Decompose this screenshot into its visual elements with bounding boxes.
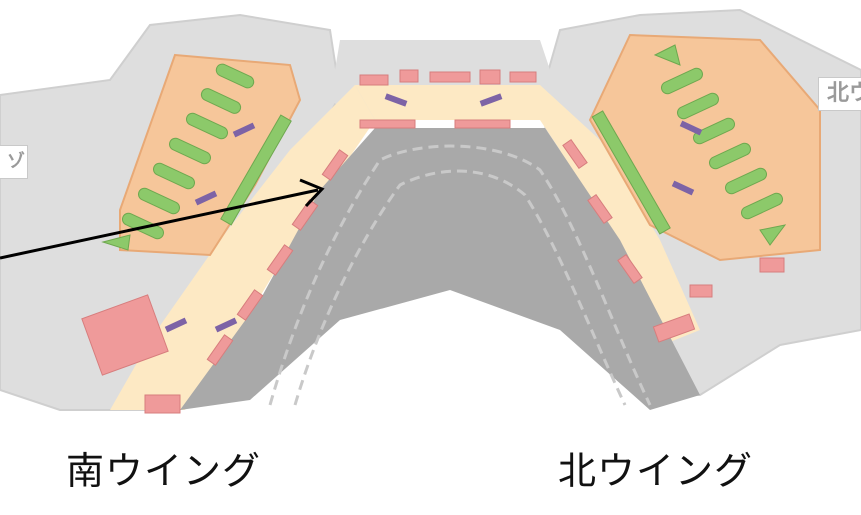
counter: [708, 142, 752, 170]
shop: [206, 334, 234, 366]
escalator-icon: [194, 190, 218, 206]
shop: [266, 244, 294, 276]
escalators: [164, 93, 703, 333]
south-wing-label: 南ウイング: [66, 449, 262, 493]
pointer-arrow: [0, 178, 325, 260]
north-wing-label: 北ウイング: [558, 449, 754, 493]
escalator-icon: [164, 317, 188, 333]
shop: [144, 394, 181, 414]
counter: [660, 67, 704, 95]
counter: [653, 44, 681, 66]
shop: [359, 74, 389, 86]
south-edge-sign: ゾ: [0, 145, 28, 179]
counter: [692, 117, 736, 145]
counter: [168, 137, 212, 165]
counter: [215, 63, 255, 89]
shop: [652, 313, 696, 343]
counter: [676, 92, 720, 120]
shop: [429, 71, 471, 83]
shop: [81, 294, 169, 376]
escalator-icon: [214, 317, 238, 333]
shop: [689, 284, 713, 298]
taxiway-line: [268, 144, 652, 406]
counter-column: [591, 110, 671, 235]
counter: [759, 224, 787, 246]
arrow-shaft: [0, 188, 319, 260]
south-wing-concourse: [110, 85, 375, 410]
counter: [724, 167, 768, 195]
counter: [137, 187, 181, 215]
shop: [236, 289, 264, 321]
taxiway-line: [293, 169, 627, 406]
shop: [479, 69, 501, 85]
escalator-icon: [671, 180, 695, 196]
shop: [291, 199, 319, 231]
concourse: [110, 85, 700, 410]
north-edge-sign: 北ウ: [818, 77, 861, 111]
shop: [321, 149, 349, 181]
counter: [185, 112, 229, 140]
shop: [759, 257, 785, 273]
counter: [101, 234, 131, 251]
terminal-floor-map: [0, 8, 861, 414]
shop: [617, 253, 643, 285]
shop: [509, 71, 537, 83]
escalator-icon: [679, 120, 703, 136]
shop: [587, 193, 613, 225]
arrow-head: [299, 178, 325, 208]
escalator-icon: [232, 122, 256, 138]
counter: [740, 192, 784, 220]
apron: [180, 128, 700, 410]
counter: [200, 88, 242, 114]
counter-column: [220, 114, 292, 226]
shop: [399, 69, 419, 83]
north-wing-concourse: [540, 85, 700, 350]
shops: [81, 69, 785, 414]
center-concourse: [355, 85, 560, 120]
shop: [359, 119, 416, 129]
escalator-icon: [479, 93, 503, 107]
shop: [454, 119, 511, 129]
counter: [152, 162, 196, 190]
escalator-icon: [384, 93, 408, 107]
apron-surface: [180, 128, 700, 410]
shop: [562, 138, 588, 170]
north-counters: [591, 44, 787, 246]
